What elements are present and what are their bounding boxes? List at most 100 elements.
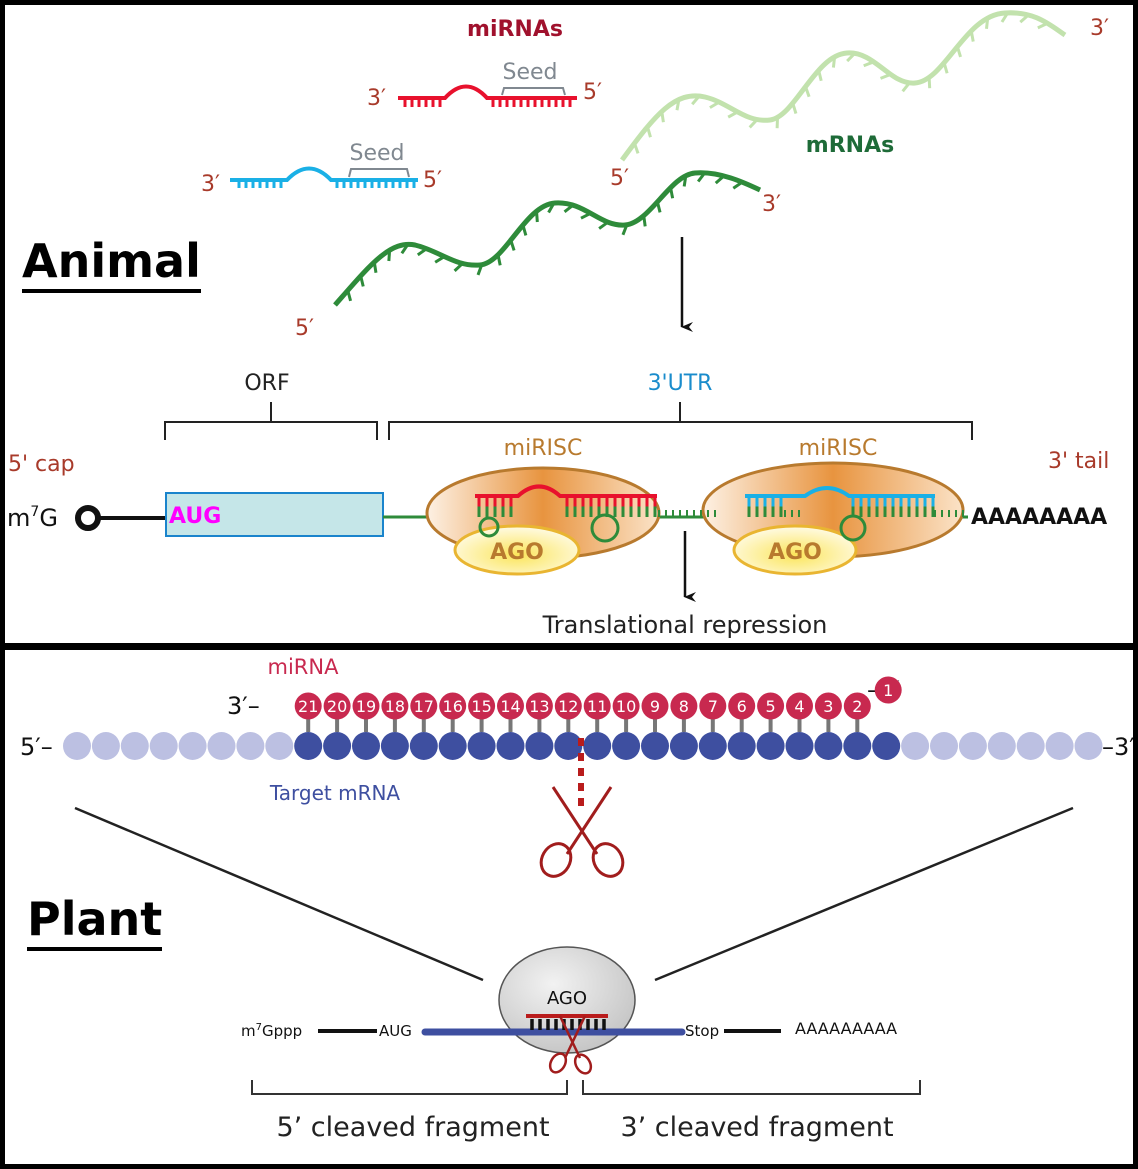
target-nucleotide — [930, 732, 958, 760]
mirisc-complex-1: miRISC AGO — [425, 436, 661, 576]
mrna-base-tick — [879, 72, 892, 80]
animal-panel: Animal miRNAs 3′ 5′ Seed — [5, 5, 1133, 643]
utr-label: 3'UTR — [648, 371, 713, 396]
mirna-nucleotide-number: 3 — [823, 697, 833, 716]
m7gppp-label: m7Gppp — [241, 1022, 302, 1040]
orf-bracket — [164, 402, 378, 440]
mrnas-label: mRNAs — [806, 133, 894, 158]
target-nucleotide — [409, 732, 438, 760]
blue-seed-label: Seed — [350, 141, 405, 166]
mirna-nucleotide — [323, 692, 351, 720]
target-nucleotide — [843, 732, 872, 760]
mrna-base-tick — [732, 180, 744, 190]
target-nucleotide — [727, 732, 756, 760]
mrna-base-tick — [496, 254, 502, 266]
plant-diagram: miRNA 3′– –5′ 5′– –3′ 212019181716151413… — [20, 655, 1133, 1143]
mirna-nucleotide — [814, 692, 842, 720]
target-nucleotide — [785, 732, 814, 760]
mirna-nucleotide — [439, 692, 467, 720]
mirna-nucleotide-number: 16 — [443, 697, 463, 716]
target-nucleotide — [872, 732, 901, 760]
ago-1 — [453, 524, 581, 576]
red-mirna-3-end: 3′ — [367, 86, 386, 111]
mirna-nucleotide — [525, 692, 553, 720]
stop-label: Stop — [685, 1022, 719, 1040]
target-nucleotide — [149, 732, 178, 760]
mrna-base-tick — [669, 187, 675, 199]
light-mrna-3-end: 3′ — [1090, 16, 1109, 41]
tail-label: 3' tail — [1048, 449, 1109, 474]
mrna-base-tick — [691, 95, 701, 106]
target-nucleotide — [467, 732, 496, 760]
mrna-base-tick — [846, 52, 856, 63]
mirna-3-end: 3′– — [227, 692, 260, 720]
m7g-label: m7G — [7, 504, 58, 532]
target-nucleotide — [380, 732, 409, 760]
mrna-base-tick — [521, 224, 528, 236]
animal-heading: Animal — [22, 237, 201, 293]
mrna-base-tick — [817, 69, 823, 82]
zoom-line-left — [74, 806, 484, 982]
mirna-nucleotide — [612, 692, 640, 720]
mrna-base-tick — [598, 220, 609, 230]
target-nucleotide — [698, 732, 727, 760]
target-mrna-beads — [63, 732, 1103, 760]
target-nucleotide — [63, 732, 91, 760]
mirna-nucleotide — [843, 692, 871, 720]
target-nucleotide — [814, 732, 843, 760]
blue-mirna-3-end: 3′ — [201, 172, 220, 197]
ago-2-label: AGO — [768, 540, 822, 565]
mrna-base-tick — [1037, 21, 1049, 30]
target-nucleotide — [496, 732, 525, 760]
mrna-base-tick — [387, 250, 392, 262]
red-seed-label: Seed — [503, 60, 558, 85]
mrna-base-tick — [642, 215, 647, 227]
mirna-nucleotide-number: 1 — [883, 681, 893, 700]
mrna-base-tick — [509, 239, 516, 251]
target-nucleotide — [294, 732, 323, 760]
target-nucleotide — [901, 732, 930, 760]
red-mirna-5-end: 5′ — [583, 80, 602, 105]
utr-bracket — [388, 402, 973, 440]
mrna-base-tick — [400, 243, 410, 255]
plant-heading: Plant — [27, 895, 163, 951]
orf-label: ORF — [244, 371, 289, 396]
mirisc-complex-2: miRISC AGO — [701, 436, 965, 576]
mirna-nucleotide-number: 8 — [679, 697, 689, 716]
target-nucleotide — [265, 732, 294, 760]
scissors-icon — [539, 786, 625, 878]
mrna-base-tick — [791, 102, 798, 114]
target-nucleotide — [756, 732, 785, 760]
dark-mrna-3-end: 3′ — [762, 192, 781, 217]
mirna-nucleotide — [757, 692, 785, 720]
target-mrna-label: Target mRNA — [269, 781, 401, 805]
mirisc-1-label: miRISC — [504, 436, 583, 461]
target-nucleotide — [207, 732, 236, 760]
red-seed-bracket — [501, 87, 566, 96]
mrna-base-tick — [633, 142, 640, 154]
mrna-base-tick — [675, 99, 681, 111]
mrna-base-tick — [655, 201, 662, 213]
target-nucleotide — [583, 732, 612, 760]
mrna-base-tick — [727, 110, 739, 119]
outcome-label: Translational repression — [542, 611, 828, 639]
fragment-3-label: 3’ cleaved fragment — [620, 1112, 893, 1143]
target-nucleotide — [1074, 732, 1103, 760]
target-nucleotide — [323, 732, 352, 760]
mirna-nucleotide — [410, 692, 438, 720]
mrna-base-tick — [660, 111, 665, 123]
target-nucleotide — [91, 732, 120, 760]
target-nucleotide — [236, 732, 265, 760]
target-nucleotide — [958, 732, 987, 760]
mirna-nucleotide — [381, 692, 409, 720]
mrna-base-tick — [1019, 13, 1030, 24]
mirna-nucleotide-number: 10 — [616, 697, 636, 716]
mirna-nucleotide-number: 6 — [737, 697, 747, 716]
mirna-nucleotide-number: 9 — [650, 697, 660, 716]
mirna-nucleotide-number: 13 — [529, 697, 549, 716]
dark-mrna-5-end: 5′ — [295, 316, 314, 341]
mrna-base-tick — [535, 211, 539, 223]
mirna-nucleotide-number: 12 — [558, 697, 578, 716]
mrna-base-tick — [901, 81, 911, 93]
